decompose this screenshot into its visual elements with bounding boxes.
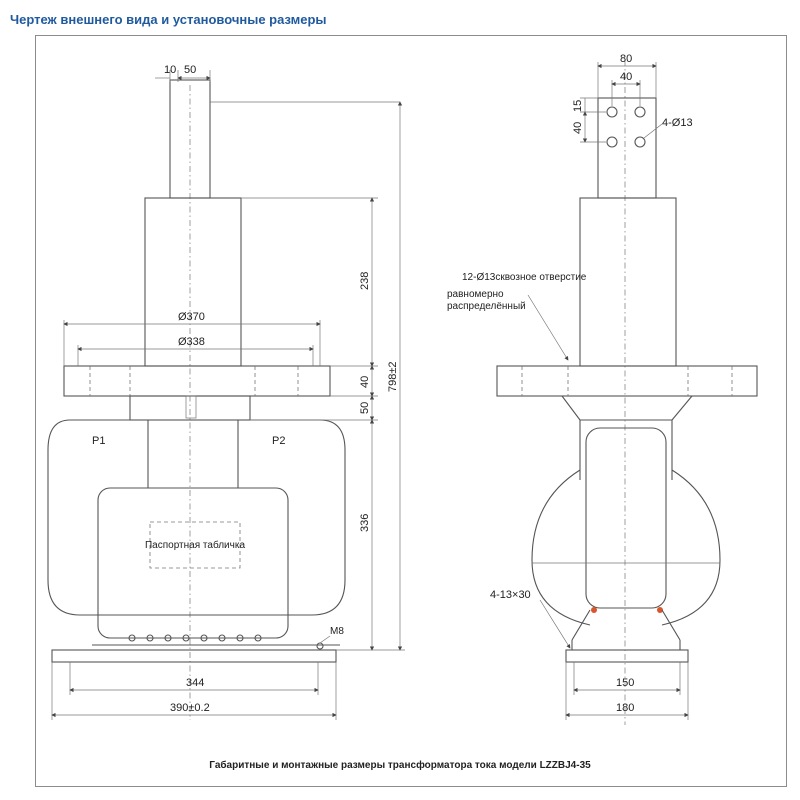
dim-terminal-10: 10 — [164, 64, 176, 76]
dim-base-150: 150 — [616, 677, 634, 689]
dim-base-180: 180 — [616, 702, 634, 714]
terminal-hole — [606, 106, 618, 118]
dim-gap-50: 50 — [359, 402, 371, 414]
side-flange — [496, 365, 758, 397]
weld-mark — [591, 607, 597, 613]
dim-height-238: 238 — [359, 272, 371, 290]
dim-total-798: 798±2 — [387, 361, 399, 392]
dim-flange-40: 40 — [359, 376, 371, 388]
dim-base-390: 390±0.2 — [170, 702, 210, 714]
dim-dia-370: Ø370 — [178, 311, 205, 323]
label-12-holes: 12-Ø13сквозное отверстие — [462, 272, 587, 283]
label-4-holes: 4-Ø13 — [662, 117, 693, 129]
front-box — [97, 487, 289, 639]
label-even-2: распределённый — [447, 301, 526, 312]
drawing-frame — [35, 35, 787, 787]
drawing-caption: Габаритные и монтажные размеры трансформ… — [209, 759, 591, 771]
dim-base-344: 344 — [186, 677, 204, 689]
side-sphere-right — [661, 469, 721, 626]
side-upper-cylinder — [579, 197, 677, 367]
label-even-1: равномерно — [447, 289, 504, 300]
side-inner-box — [585, 427, 667, 609]
dim-v-15: 15 — [572, 100, 584, 112]
label-p2: P2 — [272, 435, 285, 447]
terminal-hole — [634, 136, 646, 148]
weld-mark — [657, 607, 663, 613]
terminal-hole — [634, 106, 646, 118]
ground-bolt — [316, 642, 324, 650]
dim-dia-338: Ø338 — [178, 336, 205, 348]
dim-terminal-50: 50 — [184, 64, 196, 76]
dim-width-40: 40 — [620, 71, 632, 83]
front-flange — [63, 365, 331, 397]
side-view: 80 40 15 40 4-Ø13 12-Ø13сквозное отверст… — [447, 53, 758, 725]
page-heading: Чертеж внешнего вида и установочные разм… — [10, 12, 327, 27]
dim-height-336: 336 — [359, 514, 371, 532]
front-view: 10 50 Ø370 Ø338 P1 P2 Паспортная табличк… — [47, 64, 405, 720]
front-base-plate — [51, 649, 337, 663]
label-m8: M8 — [330, 626, 344, 637]
dim-v-40: 40 — [572, 122, 584, 134]
label-slots: 4-13×30 — [490, 589, 531, 601]
side-sphere-left — [531, 469, 591, 626]
side-base-plate — [565, 649, 689, 663]
nameplate-label: Паспортная табличка — [145, 539, 245, 551]
front-core-body — [47, 419, 346, 616]
label-p1: P1 — [92, 435, 105, 447]
dim-width-80: 80 — [620, 53, 632, 65]
nameplate-outline — [149, 521, 241, 569]
secondary-terminals — [128, 634, 262, 642]
terminal-hole — [606, 136, 618, 148]
